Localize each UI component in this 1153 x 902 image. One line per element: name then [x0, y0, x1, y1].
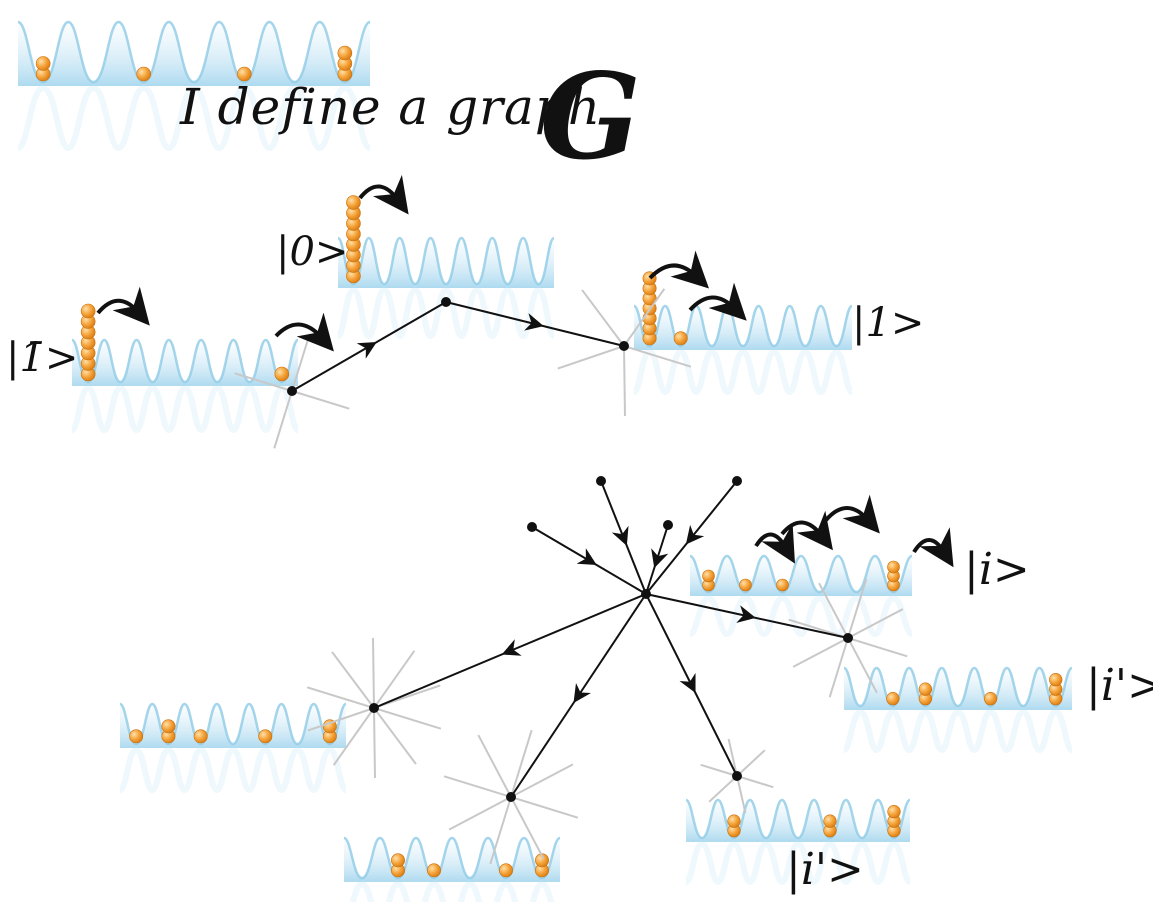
edge-hub-br: [646, 594, 737, 776]
lattice-reflection: [344, 884, 560, 902]
atom: [777, 579, 789, 591]
atom: [259, 730, 272, 743]
node-hub: [641, 589, 651, 599]
lattice-bottom: [344, 838, 560, 902]
node-i: [843, 633, 853, 643]
ket-i-label: |i>: [964, 548, 1030, 592]
faint-edge: [737, 776, 773, 787]
hop-arrow: [914, 540, 944, 552]
edge-s1-hub: [532, 527, 646, 594]
lattice-bar-one: [72, 304, 298, 430]
lattice-left: [120, 704, 346, 790]
hop-arrow: [756, 534, 786, 548]
lattice-fill: [120, 704, 346, 748]
faint-edge: [307, 687, 374, 708]
atom: [728, 815, 741, 828]
lattice-fill: [18, 22, 370, 86]
atom: [427, 864, 440, 877]
lattice-reflection: [338, 290, 554, 336]
faint-edge: [737, 750, 765, 776]
atom: [1049, 673, 1062, 686]
ket-one-label: |1>: [852, 303, 924, 343]
atom: [81, 304, 95, 318]
atom: [824, 815, 837, 828]
atom: [499, 864, 512, 877]
node-br: [732, 771, 742, 781]
atom: [346, 196, 360, 210]
ket-i-prime-bottom-label: |i'>: [786, 848, 864, 892]
faint-edge: [292, 391, 349, 409]
lattice-one: [634, 272, 852, 392]
hop-arrow: [782, 522, 822, 536]
atom: [338, 46, 352, 60]
hop-arrow: [360, 186, 398, 200]
atom: [162, 720, 175, 733]
edge-hub-left: [374, 594, 646, 708]
node-s3: [663, 520, 673, 530]
atom: [129, 730, 142, 743]
node-left: [369, 703, 379, 713]
node-c: [619, 341, 629, 351]
faint-edge: [332, 652, 374, 708]
lattice-fill: [338, 238, 554, 288]
faint-edge: [709, 776, 737, 802]
hop-arrow: [98, 301, 138, 313]
title-text: I define a graph: [180, 82, 601, 132]
atom: [888, 561, 900, 573]
lattice-zero: [338, 196, 554, 337]
atom: [194, 730, 207, 743]
atom: [391, 854, 404, 867]
atom: [674, 332, 687, 345]
atom: [36, 57, 50, 71]
faint-edge: [558, 346, 624, 369]
lattice-reflection: [634, 352, 852, 392]
ket-zero-label: |0>: [276, 232, 348, 272]
edge-s2-hub: [601, 481, 646, 594]
node-bot: [506, 792, 516, 802]
edge-a-b: [292, 302, 446, 391]
lattice-fill: [72, 340, 298, 386]
ket-i-prime-right-label: |i'>: [1086, 664, 1153, 708]
atom: [919, 683, 932, 696]
atom: [887, 692, 900, 705]
node-s2: [596, 476, 606, 486]
atom: [275, 367, 289, 381]
lattice-fill: [686, 800, 910, 842]
hop-arrow: [650, 265, 696, 278]
atom: [703, 570, 715, 582]
faint-edge: [374, 708, 441, 729]
node-b: [441, 297, 451, 307]
node-s1: [527, 522, 537, 532]
node-a: [287, 386, 297, 396]
edge-b-c: [446, 302, 624, 346]
lattice-fill: [634, 306, 852, 350]
atom: [984, 692, 997, 705]
lattice-i-prime-right: [844, 668, 1072, 750]
lattice-reflection: [844, 712, 1072, 750]
faint-edge: [374, 708, 416, 764]
atom: [137, 67, 151, 81]
faint-edge: [624, 346, 625, 416]
faint-edge: [374, 708, 375, 778]
faint-edge: [737, 776, 745, 813]
hop-arrow: [276, 324, 322, 338]
node-s4: [732, 476, 742, 486]
atom: [740, 579, 752, 591]
edge-hub-bot: [511, 594, 646, 797]
atom: [888, 805, 901, 818]
lattice-reflection: [120, 750, 346, 790]
hop-arrow: [826, 508, 868, 520]
ket-bar-one-label: |1̄>: [6, 338, 78, 378]
faint-edge: [729, 739, 737, 776]
faint-edge: [373, 638, 374, 708]
graph-symbol: G: [540, 58, 641, 176]
lattice-reflection: [72, 388, 298, 430]
lattice-fill: [844, 668, 1072, 710]
edge-s3-hub: [646, 525, 668, 594]
